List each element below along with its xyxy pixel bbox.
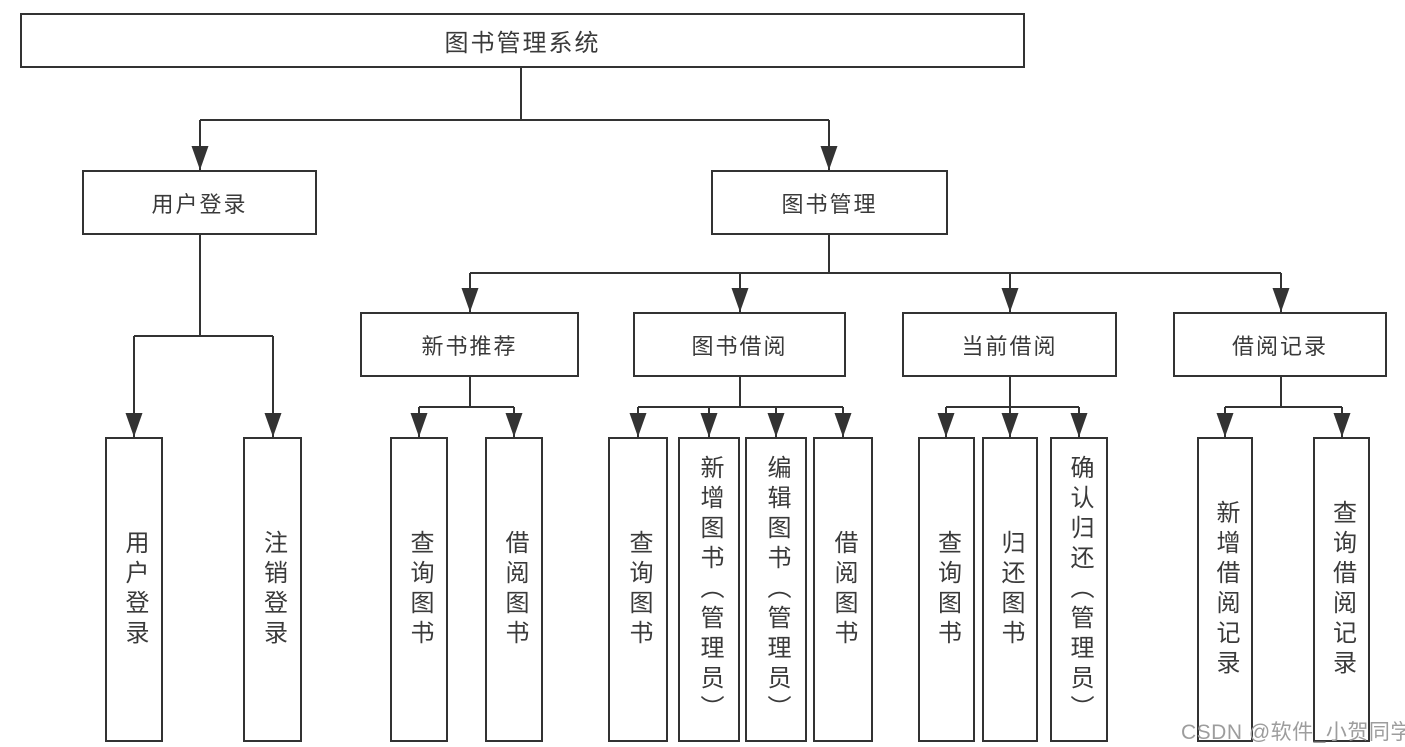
node-current-borrowing: 当前借阅 (902, 312, 1117, 377)
node-label: 图书借阅 (691, 333, 788, 359)
leaf-query-books-recommend: 查询图书 (390, 437, 448, 742)
leaf-add-borrow-record: 新增借阅记录 (1197, 437, 1253, 742)
node-label: 确认归还（管理员） (1066, 454, 1093, 725)
node-borrowing-records: 借阅记录 (1173, 312, 1387, 377)
leaf-borrow-books: 借阅图书 (813, 437, 873, 742)
node-label: 注销登录 (259, 529, 287, 650)
leaf-borrow-books-recommend: 借阅图书 (485, 437, 543, 742)
leaf-logout: 注销登录 (243, 437, 302, 742)
node-label: 借阅图书 (830, 529, 857, 650)
csdn-watermark: CSDN @软件_小贺同学 (1181, 721, 1405, 744)
node-label: 图书管理系统 (444, 30, 601, 57)
node-new-book-recommendation: 新书推荐 (360, 312, 579, 377)
leaf-return-books: 归还图书 (982, 437, 1038, 742)
leaf-add-books-admin: 新增图书（管理员） (678, 437, 740, 742)
node-label: 归还图书 (997, 529, 1024, 650)
leaf-edit-books-admin: 编辑图书（管理员） (745, 437, 807, 742)
node-user-login-branch: 用户登录 (82, 170, 317, 235)
leaf-query-books-borrowing: 查询图书 (608, 437, 668, 742)
node-library-management-system: 图书管理系统 (20, 13, 1025, 68)
node-label: 新增图书（管理员） (696, 454, 723, 725)
node-label: 查询借阅记录 (1328, 499, 1356, 680)
leaf-query-books-current: 查询图书 (918, 437, 975, 742)
node-label: 新书推荐 (421, 333, 518, 359)
node-label: 当前借阅 (961, 333, 1058, 359)
node-label: 查询图书 (406, 529, 433, 650)
node-label: 编辑图书（管理员） (763, 454, 790, 725)
node-book-borrowing: 图书借阅 (633, 312, 846, 377)
node-label: 用户登录 (121, 529, 148, 650)
node-label: 查询图书 (625, 529, 652, 650)
node-book-management-branch: 图书管理 (711, 170, 948, 235)
node-label: 查询图书 (933, 529, 961, 650)
leaf-user-login: 用户登录 (105, 437, 163, 742)
node-label: 图书管理 (781, 191, 878, 217)
node-label: 新增借阅记录 (1212, 499, 1239, 680)
node-label: 借阅记录 (1231, 333, 1328, 359)
leaf-confirm-return-admin: 确认归还（管理员） (1050, 437, 1108, 742)
leaf-query-borrow-record: 查询借阅记录 (1313, 437, 1370, 742)
node-label: 借阅图书 (501, 529, 528, 650)
node-label: 用户登录 (151, 191, 248, 217)
